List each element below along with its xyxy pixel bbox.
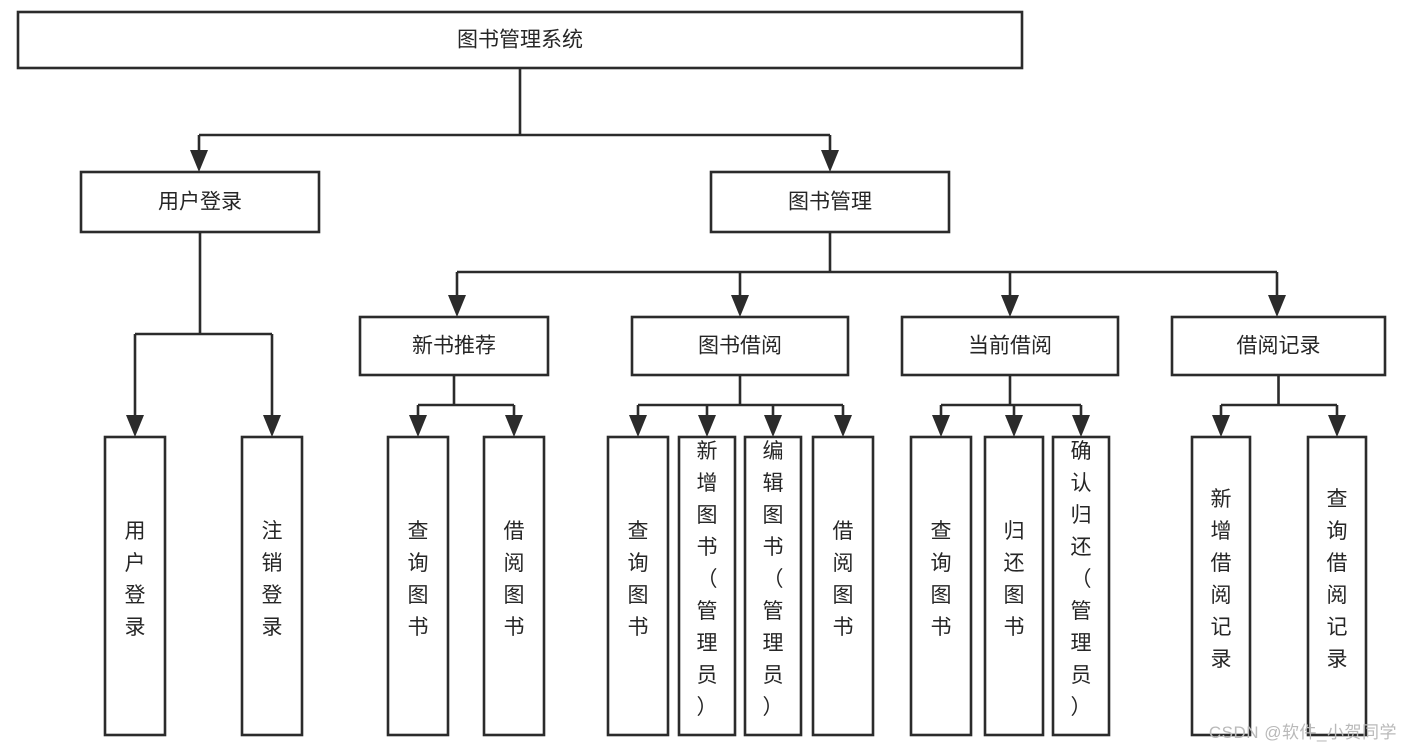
node-box [103,435,167,737]
arrow-head-icon [834,415,852,437]
arrow-head-icon [1001,295,1019,317]
level2-node-new-book-recommend[interactable]: 新书推荐 [358,315,550,377]
leaf-node-leaf-query-book-borrow[interactable]: 查询图书 [606,435,670,737]
leaf-node-leaf-query-book-recommend[interactable]: 查询图书 [386,435,450,737]
node-label: 查询借阅记录 [1327,488,1348,671]
node-box [482,435,546,737]
leaf-node-leaf-borrow-book-recommend[interactable]: 借阅图书 [482,435,546,737]
arrow-head-icon [263,415,281,437]
node-box [386,435,450,737]
node-box [1170,315,1387,377]
node-label: 新增借阅记录 [1211,488,1232,671]
arrow-head-icon [764,415,782,437]
node-box [900,315,1120,377]
node-box [909,435,973,737]
leaf-node-leaf-query-book-current[interactable]: 查询图书 [909,435,973,737]
arrow-head-icon [448,295,466,317]
node-label: 借阅图书 [504,520,525,639]
node-label: 查询图书 [408,520,429,639]
leaf-node-leaf-confirm-return-admin[interactable]: 确认归还（管理员） [1051,435,1111,737]
arrow-head-icon [932,415,950,437]
arrow-head-icon [698,415,716,437]
arrow-head-icon [126,415,144,437]
node-label: 新书推荐 [412,335,496,358]
level1-node-user-login[interactable]: 用户登录 [79,170,321,234]
arrow-head-icon [821,150,839,172]
arrow-head-icon [1212,415,1230,437]
node-label: 图书借阅 [698,335,782,358]
node-label: 图书管理系统 [457,29,583,52]
level2-node-borrow-records[interactable]: 借阅记录 [1170,315,1387,377]
node-box [983,435,1045,737]
node-label: 用户登录 [125,520,146,639]
node-box [1306,435,1368,737]
csdn-watermark: CSDN @软件_小贺同学 [1208,723,1397,742]
arrow-head-icon [505,415,523,437]
arrow-head-icon [1328,415,1346,437]
node-box [240,435,304,737]
arrow-head-icon [731,295,749,317]
node-box [606,435,670,737]
node-box [709,170,951,234]
node-box [677,435,737,737]
node-label: 确认归还（管理员） [1071,440,1092,719]
leaf-node-leaf-add-borrow-record[interactable]: 新增借阅记录 [1190,435,1252,737]
node-label: 查询图书 [931,520,952,639]
root-node-root[interactable]: 图书管理系统 [16,10,1024,70]
node-box [630,315,850,377]
node-label: 借阅记录 [1237,335,1321,358]
node-label: 当前借阅 [968,335,1052,358]
level1-node-book-management[interactable]: 图书管理 [709,170,951,234]
node-label: 注销登录 [262,520,283,639]
node-box [811,435,875,737]
node-label: 查询图书 [628,520,649,639]
leaf-node-leaf-add-book-admin[interactable]: 新增图书（管理员） [677,435,737,737]
node-label: 新增图书（管理员） [697,440,718,719]
node-box [1051,435,1111,737]
node-box [358,315,550,377]
connector-lines-group [126,68,1346,437]
leaf-node-leaf-edit-book-admin[interactable]: 编辑图书（管理员） [743,435,803,737]
node-label: 编辑图书（管理员） [763,440,784,719]
node-label: 归还图书 [1004,520,1025,639]
leaf-node-leaf-query-borrow-record[interactable]: 查询借阅记录 [1306,435,1368,737]
arrow-head-icon [629,415,647,437]
node-box [16,10,1024,70]
node-box [1190,435,1252,737]
arrow-head-icon [409,415,427,437]
arrow-head-icon [1268,295,1286,317]
node-box [79,170,321,234]
level2-node-current-borrow[interactable]: 当前借阅 [900,315,1120,377]
leaf-node-leaf-return-book[interactable]: 归还图书 [983,435,1045,737]
node-label: 借阅图书 [833,520,854,639]
node-label: 用户登录 [158,191,242,214]
node-box [743,435,803,737]
level2-node-book-borrow[interactable]: 图书借阅 [630,315,850,377]
node-label: 图书管理 [788,191,872,214]
arrow-head-icon [1072,415,1090,437]
node-boxes-group: 图书管理系统用户登录图书管理新书推荐图书借阅当前借阅借阅记录用户登录注销登录查询… [16,10,1387,737]
arrow-head-icon [1005,415,1023,437]
leaf-node-leaf-borrow-book[interactable]: 借阅图书 [811,435,875,737]
arrow-head-icon [190,150,208,172]
leaf-node-leaf-user-login[interactable]: 用户登录 [103,435,167,737]
leaf-node-leaf-logout[interactable]: 注销登录 [240,435,304,737]
